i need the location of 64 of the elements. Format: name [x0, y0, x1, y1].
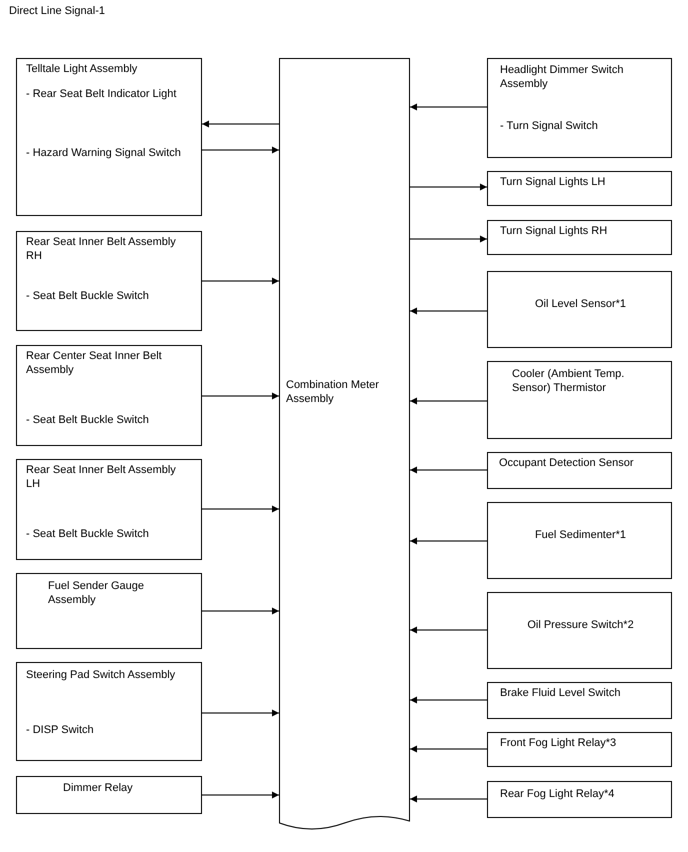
component-label: Oil Pressure Switch*2 [526, 618, 635, 632]
component-label: Rear Fog Light Relay*4 [500, 787, 616, 801]
arrow [410, 538, 488, 544]
component-box [16, 662, 202, 761]
arrow [410, 746, 488, 752]
arrow [202, 278, 280, 284]
component-box [487, 361, 672, 439]
component-box [487, 732, 672, 767]
component-box [487, 171, 672, 206]
arrow [410, 466, 488, 474]
component-box [487, 682, 672, 719]
component-box [487, 781, 672, 818]
arrow [202, 710, 280, 716]
component-label: Oil Level Sensor*1 [534, 297, 628, 311]
component-box [16, 345, 202, 446]
component-box [487, 592, 672, 669]
arrow [202, 146, 280, 154]
diagram-title: Direct Line Signal-1 [9, 5, 105, 17]
component-box [16, 573, 202, 649]
component-label: Turn Signal Lights RH [500, 224, 608, 238]
component-label: Rear Center Seat Inner Belt Assembly [26, 349, 163, 377]
component-label: Combination Meter Assembly [286, 378, 380, 406]
arrow [410, 696, 488, 704]
component-box [16, 459, 202, 560]
component-label: Steering Pad Switch Assembly [26, 668, 176, 682]
component-box [487, 58, 672, 158]
component-label: Brake Fluid Level Switch [500, 686, 622, 700]
sub-item-label: - Hazard Warning Signal Switch [26, 146, 182, 160]
sub-item-label: - Seat Belt Buckle Switch [26, 413, 150, 427]
component-box [16, 776, 202, 814]
arrow [202, 608, 280, 614]
component-box [487, 452, 672, 489]
component-label: Headlight Dimmer Switch Assembly [500, 63, 624, 91]
component-box [16, 231, 202, 331]
component-label: Cooler (Ambient Temp. Sensor) Thermistor [512, 367, 626, 395]
sub-item-label: - Turn Signal Switch [500, 119, 599, 133]
component-label: Fuel Sedimenter*1 [534, 528, 628, 542]
arrow [202, 792, 280, 798]
component-box [487, 220, 672, 255]
component-label: Fuel Sender Gauge Assembly [48, 579, 146, 607]
arrow [410, 104, 488, 110]
arrow [410, 398, 488, 404]
component-box [16, 58, 202, 216]
component-label: Occupant Detection Sensor [499, 456, 635, 470]
sub-item-label: - DISP Switch [26, 723, 95, 737]
component-box [487, 271, 672, 348]
component-label: Turn Signal Lights LH [500, 175, 606, 189]
component-label: Dimmer Relay [63, 781, 134, 795]
arrow [410, 308, 488, 314]
component-label: Rear Seat Inner Belt Assembly LH [26, 463, 177, 491]
arrow [410, 236, 488, 242]
component-label: Front Fog Light Relay*3 [500, 736, 618, 750]
arrow [410, 184, 488, 190]
sub-item-label: - Seat Belt Buckle Switch [26, 527, 150, 541]
component-box [487, 502, 672, 579]
component-label: Rear Seat Inner Belt Assembly RH [26, 235, 177, 263]
arrow [202, 506, 280, 512]
arrow [202, 392, 280, 400]
arrow [410, 796, 488, 802]
sub-item-label: - Rear Seat Belt Indicator Light [26, 87, 178, 101]
arrow [410, 626, 488, 634]
sub-item-label: - Seat Belt Buckle Switch [26, 289, 150, 303]
component-label: Telltale Light Assembly [26, 62, 138, 76]
arrow [202, 120, 280, 128]
